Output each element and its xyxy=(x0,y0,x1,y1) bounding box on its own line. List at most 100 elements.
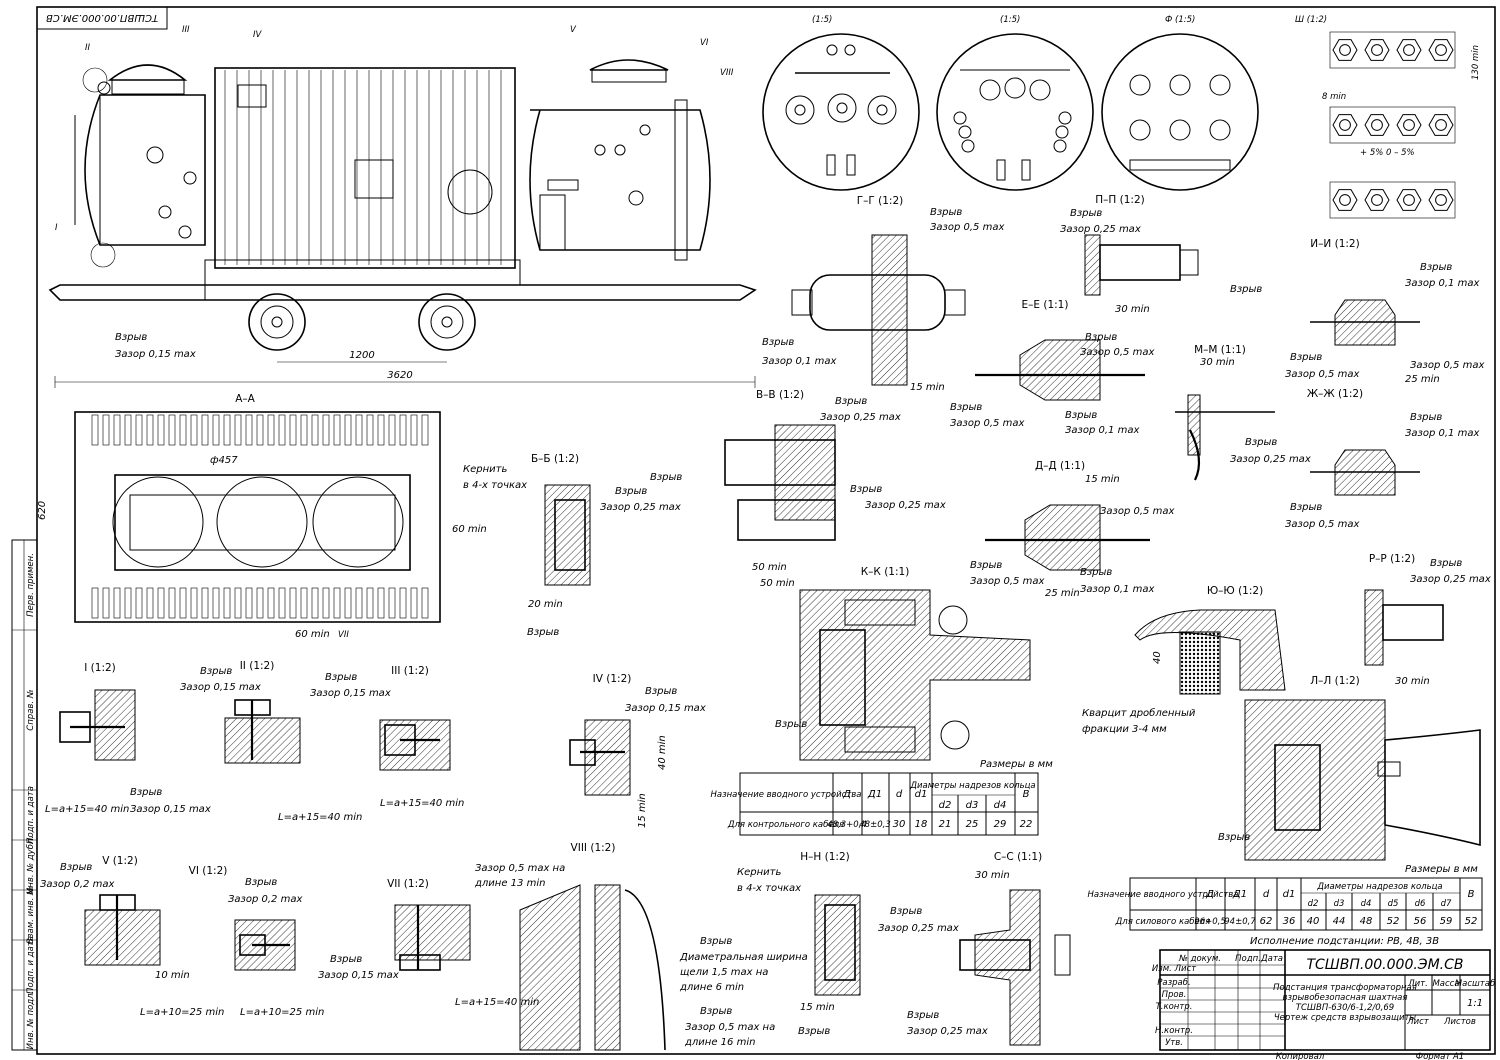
svg-text:VIII: VIII xyxy=(720,68,734,78)
svg-text:VII: VII xyxy=(338,630,349,640)
section-aa-title: А–А xyxy=(235,393,255,405)
bb-gap: Зазор 0,25 max xyxy=(600,502,681,513)
side-stamp-2: Справ. № xyxy=(26,689,36,731)
dd-gap2: Зазор 0,5 max xyxy=(970,576,1044,587)
main-vzryv: Взрыв xyxy=(115,332,147,343)
title-row-5: Утв. xyxy=(1165,1038,1183,1048)
section-gg: Г–Г (1:2) Взрыв Зазор 0,5 max Взрыв Зазо… xyxy=(762,195,1004,393)
mm-gap: Зазор 0,25 max xyxy=(1230,454,1311,465)
ee-vzryv: Взрыв xyxy=(1085,332,1117,343)
section-nn: Н–Н (1:2) Кернить в 4-х точках Взрыв Заз… xyxy=(737,851,959,1037)
tc-h2: Д1 xyxy=(867,789,882,800)
d8-diam1: Диаметральная ширина xyxy=(679,952,808,963)
dim-3620: 3620 xyxy=(387,370,412,381)
section-ee-title: Е–Е (1:1) xyxy=(1022,299,1069,311)
sheet-border xyxy=(36,6,1496,1055)
tc-r7: 29 xyxy=(994,819,1007,830)
detail-2-title: II (1:2) xyxy=(240,660,275,672)
ss-gap: Зазор 0,25 max xyxy=(907,1026,988,1037)
title-col-3: Дата xyxy=(1260,954,1283,964)
tc-s2: d4 xyxy=(994,800,1007,811)
dim-457: ф457 xyxy=(210,455,238,466)
svg-text:II: II xyxy=(85,43,91,53)
bb-vzryv2: Взрыв xyxy=(527,627,559,638)
pp-vzryv2: Взрыв xyxy=(1230,284,1262,295)
ii-gap2: Зазор 0,5 max xyxy=(1285,369,1359,380)
tp-r10: 59 xyxy=(1440,916,1453,927)
d3-la: L=a+15=40 min xyxy=(380,798,464,809)
d8-diam3: длине 6 min xyxy=(679,982,744,993)
tp-r5: 40 xyxy=(1307,916,1320,927)
ss-30: 30 min xyxy=(975,870,1010,881)
nn-kernit2: в 4-х точках xyxy=(737,883,801,894)
d8-gap16-b: длине 16 min xyxy=(684,1037,755,1048)
side-stamp: Перв. примен. Справ. № Подп. и дата Инв.… xyxy=(11,539,38,1051)
tc-s0: d2 xyxy=(939,800,952,811)
tp-h1: Д xyxy=(1205,889,1214,900)
svg-text:III: III xyxy=(182,25,190,35)
tp-h0: Назначение вводного устройства xyxy=(1088,890,1239,900)
yuyu-40: 40 xyxy=(1152,651,1163,664)
main-gap: Зазор 0,15 max xyxy=(115,349,196,360)
side-stamp-3: Подп. и дата xyxy=(26,786,36,844)
d4-gap: Зазор 0,15 max xyxy=(625,703,706,714)
sh-130min: 130 min xyxy=(1471,45,1481,80)
nn-vzryv2: Взрыв xyxy=(798,1026,830,1037)
section-aa: А–А ф457 620 Кернить в 4-х точках 60 min… xyxy=(37,393,527,640)
d5-10: 10 min xyxy=(155,970,190,981)
zhzh-vzryv2: Взрыв xyxy=(1290,502,1322,513)
tc-r4: 18 xyxy=(915,819,928,830)
detail-5: V (1:2) Взрыв Зазор 0,2 max 10 min L=a+1… xyxy=(40,855,224,1018)
view-sh: Ш (1:2) 8 min + 5% 0 – 5% 130 min xyxy=(1295,15,1481,219)
d8-diam2: щели 1,5 max на xyxy=(680,967,768,978)
detail-8-title: VIII (1:2) xyxy=(571,842,616,854)
table-control: Размеры в мм Назначение вводного устройс… xyxy=(711,759,1053,836)
view-f: Ф (1:5) xyxy=(1101,15,1259,191)
section-rr: Р–Р (1:2) Взрыв Зазор 0,25 max 30 min xyxy=(1364,553,1491,687)
d6-gap: Зазор 0,2 max xyxy=(228,894,302,905)
d3-vzryv: Взрыв xyxy=(325,672,357,683)
section-ll: Л–Л (1:2) Взрыв Размеры в мм xyxy=(1218,675,1481,875)
zhzh-gap2: Зазор 0,5 max xyxy=(1285,519,1359,530)
sh-pm5: + 5% 0 – 5% xyxy=(1360,148,1415,158)
section-ll-title: Л–Л (1:2) xyxy=(1310,675,1359,687)
d5-la: L=a+10=25 min xyxy=(140,1007,224,1018)
title-col-2: Подп. xyxy=(1235,954,1261,964)
tc-h5: Диаметры надрезов кольца xyxy=(909,781,1035,791)
ss-vzryv: Взрыв xyxy=(907,1010,939,1021)
d7-gap: Зазор 0,15 max xyxy=(318,970,399,981)
detail-8: VIII (1:2) Зазор 0,5 max на длине 13 min… xyxy=(474,842,808,1051)
title-row-1: Разраб. xyxy=(1157,978,1190,988)
vv-50b: 50 min xyxy=(760,578,795,589)
quartz-1: Кварцит дробленный xyxy=(1082,707,1196,719)
title-copied: Копировал xyxy=(1276,1052,1325,1060)
section-pp: П–П (1:2) Взрыв Зазор 0,25 max 30 min Вз… xyxy=(1060,194,1262,315)
tc-s1: d3 xyxy=(966,800,979,811)
section-gg-title: Г–Г (1:2) xyxy=(857,195,904,207)
dim-620: 620 xyxy=(37,501,48,520)
tp-s5: d7 xyxy=(1441,899,1452,909)
title-row-3: Т.контр. xyxy=(1156,1002,1193,1012)
ii-gap: Зазор 0,1 max xyxy=(1405,278,1479,289)
d7-la: L=a+15=40 min xyxy=(455,997,539,1008)
detail-5-title: V (1:2) xyxy=(102,855,138,867)
bb-20: 20 min xyxy=(528,599,563,610)
d8-vzryv2: Взрыв xyxy=(700,1006,732,1017)
vv-vzryv: Взрыв xyxy=(835,396,867,407)
title-code: ТСШВП.00.000.ЭМ.СВ xyxy=(1306,957,1463,973)
detail-1-title: I (1:2) xyxy=(84,662,116,674)
tp-r4: 36 xyxy=(1283,916,1296,927)
ee-vzryv3: Взрыв xyxy=(1065,410,1097,421)
aa-60min-b: 60 min xyxy=(295,629,330,640)
pp-vzryv: Взрыв xyxy=(1070,208,1102,219)
d8-gap-b: длине 13 min xyxy=(474,878,545,889)
ee-gap3: Зазор 0,1 max xyxy=(1065,425,1139,436)
top-stamp-text: ТСШВП.00.000.ЭМ.СВ xyxy=(46,12,158,23)
vv-50a: 50 min xyxy=(752,562,787,573)
vv-gap: Зазор 0,25 max xyxy=(820,412,901,423)
view-g-right: (1:5) xyxy=(936,15,1094,191)
ee-gap: Зазор 0,5 max xyxy=(1080,347,1154,358)
nn-15: 15 min xyxy=(800,1002,835,1013)
section-rr-title: Р–Р (1:2) xyxy=(1369,553,1415,565)
mm-30min: 30 min xyxy=(1200,357,1235,368)
